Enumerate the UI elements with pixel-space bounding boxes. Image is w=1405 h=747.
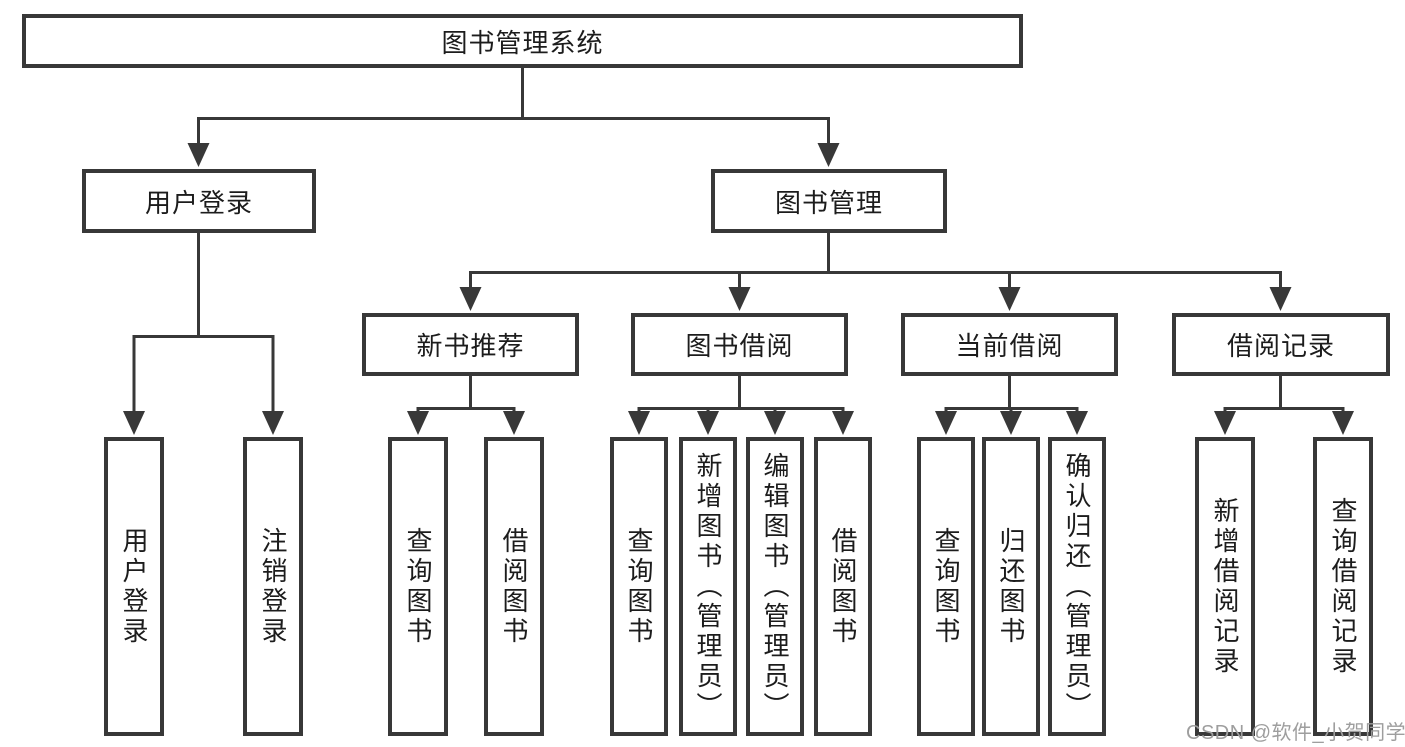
leaf-label: 编辑图书（管理员） xyxy=(760,451,790,722)
node-leaf-query-borrow-record: 查询借阅记录 xyxy=(1313,437,1373,736)
leaf-label: 归还图书 xyxy=(996,526,1026,647)
node-root-system: 图书管理系统 xyxy=(22,14,1023,68)
node-leaf-add-borrow-record: 新增借阅记录 xyxy=(1195,437,1255,736)
node-leaf-edit-book-admin: 编辑图书（管理员） xyxy=(746,437,804,736)
node-borrowing-records: 借阅记录 xyxy=(1172,313,1390,376)
node-leaf-borrow-books-recommend: 借阅图书 xyxy=(484,437,544,736)
leaf-label: 新增借阅记录 xyxy=(1210,496,1240,677)
leaf-label: 注销登录 xyxy=(258,526,288,647)
arrowheads xyxy=(123,143,1354,435)
node-current-borrowing: 当前借阅 xyxy=(901,313,1118,376)
leaf-label: 查询借阅记录 xyxy=(1328,496,1358,677)
leaf-label: 新增图书（管理员） xyxy=(693,451,723,722)
node-root-label: 图书管理系统 xyxy=(441,27,604,58)
node-user-login-label: 用户登录 xyxy=(144,187,253,218)
node-leaf-confirm-return-admin: 确认归还（管理员） xyxy=(1048,437,1106,736)
node-user-login-branch: 用户登录 xyxy=(82,169,316,233)
node-book-borrowing: 图书借阅 xyxy=(631,313,848,376)
node-leaf-user-login: 用户登录 xyxy=(104,437,164,736)
node-new-book-recommend-label: 新书推荐 xyxy=(416,331,525,361)
leaf-label: 查询图书 xyxy=(403,526,433,647)
node-leaf-query-books-borrowing: 查询图书 xyxy=(610,437,668,736)
node-leaf-borrow-books-borrowing: 借阅图书 xyxy=(814,437,872,736)
node-leaf-add-book-admin: 新增图书（管理员） xyxy=(679,437,737,736)
leaf-label: 查询图书 xyxy=(624,526,654,647)
node-book-management-branch: 图书管理 xyxy=(711,169,947,233)
node-book-borrowing-label: 图书借阅 xyxy=(685,331,794,361)
node-leaf-query-books-recommend: 查询图书 xyxy=(388,437,448,736)
csdn-watermark: CSDN @软件_小贺同学 xyxy=(1186,722,1405,744)
leaf-label: 查询图书 xyxy=(931,526,961,647)
node-leaf-return-book: 归还图书 xyxy=(982,437,1040,736)
node-new-book-recommend: 新书推荐 xyxy=(362,313,579,376)
leaf-label: 用户登录 xyxy=(119,526,149,647)
node-current-borrowing-label: 当前借阅 xyxy=(955,331,1064,361)
node-leaf-logout: 注销登录 xyxy=(243,437,303,736)
leaf-label: 确认归还（管理员） xyxy=(1062,451,1092,722)
leaf-label: 借阅图书 xyxy=(828,526,858,647)
node-book-management-label: 图书管理 xyxy=(774,187,883,218)
leaf-label: 借阅图书 xyxy=(499,526,529,647)
node-borrowing-records-label: 借阅记录 xyxy=(1226,331,1335,361)
node-leaf-query-books-current: 查询图书 xyxy=(917,437,975,736)
